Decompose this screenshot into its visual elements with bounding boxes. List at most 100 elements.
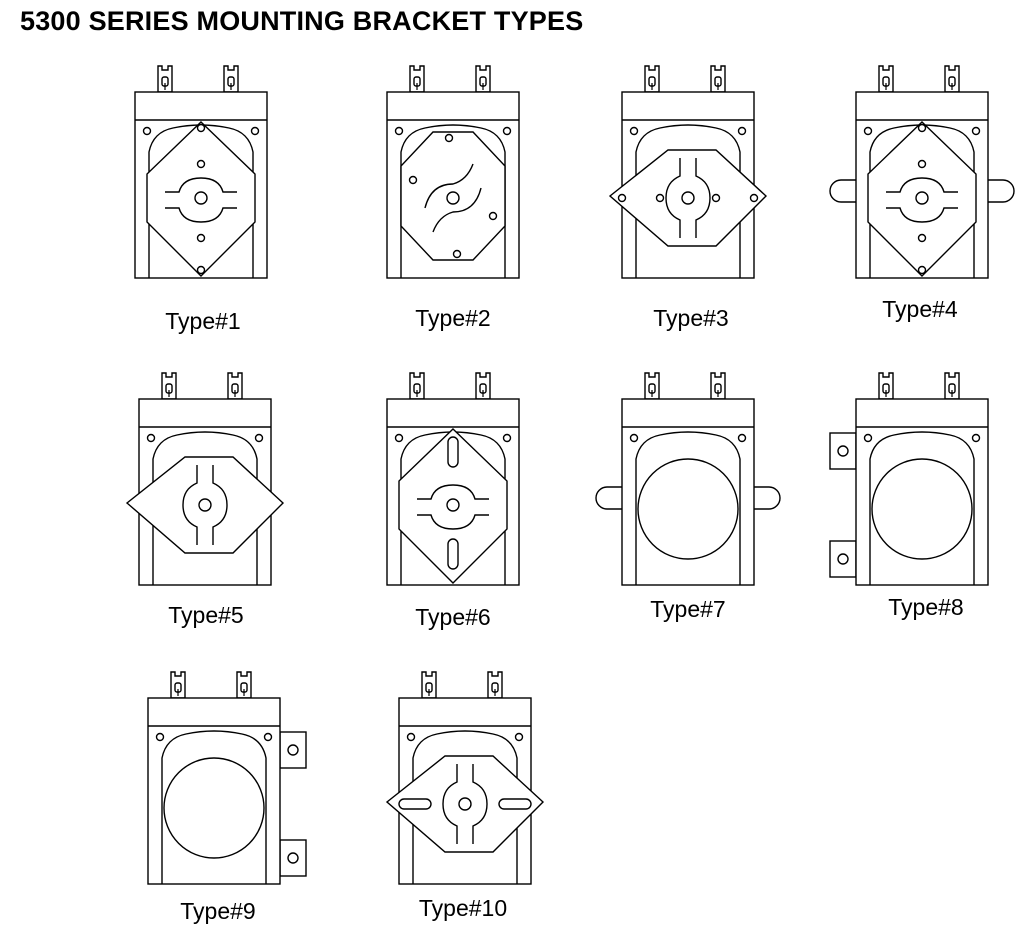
type-label: Type#8 <box>888 594 964 620</box>
terminal-1 <box>644 372 660 400</box>
terminal-2 <box>710 65 726 93</box>
housing-outline <box>400 124 506 278</box>
mount-hole <box>711 193 721 203</box>
terminal-1 <box>161 372 177 400</box>
mount-hole <box>287 852 299 864</box>
terminal-2 <box>944 372 960 400</box>
mount-hole <box>196 159 206 169</box>
type-label: Type#3 <box>653 305 729 331</box>
mount-hole <box>629 433 639 443</box>
mount-hole <box>629 126 639 136</box>
mount-hole <box>971 126 981 136</box>
mounting-plate <box>400 131 506 261</box>
terminal-1 <box>170 671 186 699</box>
mounting-plate <box>637 458 739 560</box>
terminal-2 <box>944 65 960 93</box>
mount-hole <box>514 732 524 742</box>
mount-hole <box>250 126 260 136</box>
mounting-plate <box>871 458 973 560</box>
mount-hole <box>655 193 665 203</box>
bracket-type-8 <box>829 372 989 586</box>
terminal-2 <box>710 372 726 400</box>
bracket-type-5 <box>125 372 285 586</box>
terminal-1 <box>157 65 173 93</box>
housing-outline <box>635 431 741 585</box>
mount-hole <box>749 193 759 203</box>
terminal-1 <box>409 372 425 400</box>
mount-hole <box>452 249 462 259</box>
bracket-type-9 <box>147 671 307 885</box>
mount-hole <box>917 265 927 275</box>
shaft-hole <box>458 797 472 811</box>
housing-outline <box>152 431 258 585</box>
mount-hole <box>406 732 416 742</box>
mount-hole <box>971 433 981 443</box>
mount-hole <box>837 445 849 457</box>
type-label: Type#9 <box>180 898 256 924</box>
terminal-1 <box>644 65 660 93</box>
terminal-2 <box>227 372 243 400</box>
mount-hole <box>737 126 747 136</box>
mount-hole <box>263 732 273 742</box>
bracket-type-7 <box>595 372 781 586</box>
mounting-plate <box>163 757 265 859</box>
page-title: 5300 SERIES MOUNTING BRACKET TYPES <box>20 6 584 36</box>
terminal-2 <box>487 671 503 699</box>
mounting-plate <box>125 456 285 554</box>
mount-hole <box>254 433 264 443</box>
terminal-1 <box>421 671 437 699</box>
shaft-hole <box>446 191 460 205</box>
bracket-type-6 <box>386 372 520 586</box>
shaft-hole <box>681 191 695 205</box>
housing-outline <box>412 730 518 884</box>
mount-hole <box>196 123 206 133</box>
terminal-2 <box>475 372 491 400</box>
housing-outline <box>635 124 741 278</box>
type-label: Type#10 <box>418 895 508 921</box>
mounting-plate <box>608 149 768 247</box>
shaft-hole <box>198 498 212 512</box>
mount-hole <box>444 133 454 143</box>
mount-hole <box>502 126 512 136</box>
mount-hole <box>146 433 156 443</box>
mount-hole <box>394 433 404 443</box>
mounting-plate <box>385 755 545 853</box>
housing-outline <box>869 431 975 585</box>
terminal-2 <box>475 65 491 93</box>
mount-hole <box>196 265 206 275</box>
type-label: Type#6 <box>415 604 491 630</box>
mount-hole <box>737 433 747 443</box>
shaft-hole <box>915 191 929 205</box>
bracket-type-10 <box>385 671 545 885</box>
mount-hole <box>155 732 165 742</box>
bracket-type-3 <box>608 65 768 279</box>
terminal-2 <box>223 65 239 93</box>
housing-outline <box>161 730 267 884</box>
mounting-plate <box>867 121 977 277</box>
mount-hole <box>394 126 404 136</box>
bracket-type-2 <box>386 65 520 279</box>
bracket-type-1 <box>134 65 268 279</box>
mounting-plate <box>398 428 508 584</box>
shaft-hole <box>194 191 208 205</box>
mount-hole <box>488 211 498 221</box>
mount-hole <box>917 159 927 169</box>
type-label: Type#4 <box>882 296 958 322</box>
type-label: Type#2 <box>415 305 491 331</box>
terminal-1 <box>878 372 894 400</box>
mount-hole <box>196 233 206 243</box>
mounting-plate <box>146 121 256 277</box>
mount-hole <box>837 553 849 565</box>
mount-hole <box>287 744 299 756</box>
mount-hole <box>142 126 152 136</box>
mount-hole <box>917 233 927 243</box>
shaft-hole <box>446 498 460 512</box>
mount-hole <box>863 433 873 443</box>
terminal-1 <box>409 65 425 93</box>
mount-hole <box>863 126 873 136</box>
type-label: Type#7 <box>650 596 726 622</box>
terminal-2 <box>236 671 252 699</box>
type-label: Type#1 <box>165 308 241 334</box>
mount-hole <box>917 123 927 133</box>
